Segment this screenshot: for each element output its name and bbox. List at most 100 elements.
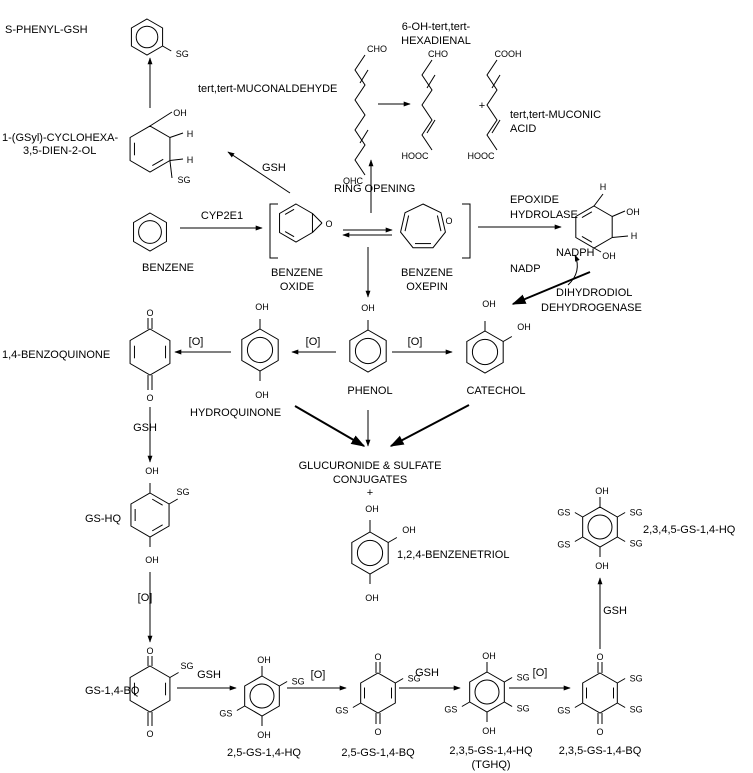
arrow-dihydrodiol-to-catechol (511, 271, 591, 305)
oh-label: OH (482, 726, 496, 736)
sg-label: SG (630, 674, 643, 684)
gs-label: GS (557, 706, 570, 716)
dihydrodiol-ring-hexagon (575, 205, 613, 249)
double-bond (581, 235, 593, 243)
phenol-ring-aromatic-circle (354, 337, 382, 365)
double-bond (151, 524, 163, 532)
hydroquinone-ring-aromatic-circle (246, 336, 274, 364)
double-bond (151, 498, 163, 506)
gs235-hq-ring (461, 662, 513, 722)
right-bracket (462, 203, 471, 259)
oh-label: OH (145, 466, 159, 476)
benzene-ring-aromatic-circle (138, 220, 162, 244)
gsh-label: GSH (133, 422, 157, 434)
oh-label: OH (595, 486, 609, 496)
oh-label: OH (365, 504, 379, 514)
double-bond (284, 231, 295, 238)
sg-label: SG (177, 175, 190, 185)
h-label: H (187, 155, 194, 165)
gsyl-cyclohexadienol-ring-hexagon (129, 125, 171, 173)
s-phenyl-gsh-ring (130, 18, 172, 56)
substituent-bond (617, 536, 626, 542)
sg-label: SG (630, 705, 643, 715)
gs235-bq-ring-hexagon (582, 672, 618, 714)
o-label: O (325, 219, 332, 229)
h-bond (612, 235, 629, 238)
oh-label: OH (595, 561, 609, 571)
oxidation-label: [O] (533, 667, 548, 679)
epoxide-bond (312, 222, 323, 233)
gs235-bq-label: 2,3,5-GS-1,4-BQ (559, 745, 642, 757)
substituent-bond (617, 678, 626, 684)
muconaldehyde-label: tert,tert-MUCONALDEHYDE (198, 83, 337, 95)
gs-hq-label: GS-HQ (85, 513, 122, 525)
substituent-bond (504, 701, 513, 707)
substituent-bond (168, 498, 178, 505)
substituent-bond (395, 678, 404, 684)
gs235-hq-ring-aromatic-circle (474, 679, 500, 705)
hexadienal-name-line1: 6-OH-tert,tert- (402, 21, 471, 33)
muconic-acid-chain (486, 59, 498, 151)
catechol-ring-aromatic-circle (471, 338, 499, 366)
gs-label: GS (219, 709, 232, 719)
catechol-ring (466, 321, 513, 374)
phenol-label: PHENOL (347, 385, 392, 397)
oh-label: OH (257, 655, 271, 665)
gs2345-hq-ring (574, 497, 626, 557)
double-bond (426, 119, 436, 134)
gs-label: GS (335, 706, 348, 716)
dihydrodiol-ring (575, 205, 613, 249)
oxidation-label: [O] (189, 336, 204, 348)
double-bond (581, 211, 593, 219)
benzenetriol-ring-aromatic-circle (356, 539, 384, 567)
oh-label: OH (602, 251, 616, 261)
o-label: O (596, 652, 603, 662)
arrow-oxide-to-gsyl (227, 151, 291, 194)
sg-label: SG (176, 49, 189, 59)
tghq-label: (TGHQ) (471, 759, 510, 771)
muconaldehyde-chain (354, 54, 366, 176)
dihydrodiol-dehydrogenase-line1: DIHYDRODIOL (556, 287, 632, 299)
substituent-bond (617, 512, 626, 518)
epoxide-hydrolase-line1: EPOXIDE (510, 194, 559, 206)
benzoquinone-label: 1,4-BENZOQUINONE (2, 349, 110, 361)
benzene-ring-hexagon (133, 212, 167, 252)
hydroquinone-ring (241, 319, 279, 381)
double-bond (491, 74, 501, 89)
sg-label: SG (630, 539, 643, 549)
oxidation-label: [O] (408, 336, 423, 348)
hexadienal-chain (421, 59, 433, 151)
epoxide-bond (312, 213, 323, 224)
benzoquinone-ring (129, 328, 171, 376)
h-bond (169, 158, 184, 161)
substituent-bond (169, 672, 179, 678)
oh-label: OH (145, 555, 159, 565)
double-bond (359, 129, 369, 144)
oh-label: OH (482, 651, 496, 661)
sg-label: SG (292, 677, 305, 687)
oxepin-heptagon (400, 203, 446, 249)
gs-hq-ring-hexagon (130, 492, 170, 538)
double-bond (284, 208, 295, 215)
o-label: O (146, 393, 153, 403)
sg-label: SG (408, 674, 421, 684)
benzene-oxide-line1: BENZENE (271, 267, 323, 279)
substituent-bond (387, 537, 398, 543)
gsh-label: GSH (415, 667, 439, 679)
reaction-arrows (147, 57, 603, 691)
gs235-bq-ring (574, 672, 626, 714)
sg-label: SG (517, 673, 530, 683)
h-bond (169, 132, 184, 138)
h-label: H (631, 231, 638, 241)
structures (129, 18, 629, 726)
substituent-bond (502, 336, 513, 342)
oh-label: OH (482, 299, 496, 309)
gs2345-hq-label: 2,3,4,5-GS-1,4-HQ (643, 524, 736, 536)
cyp2e1-label: CYP2E1 (201, 210, 243, 222)
o-label: O (596, 727, 603, 737)
oh-label: OH (361, 303, 375, 313)
substituent-bond (574, 512, 583, 518)
phenol-ring (349, 320, 387, 373)
double-bond (152, 158, 164, 167)
gs-label: GS (557, 540, 570, 550)
